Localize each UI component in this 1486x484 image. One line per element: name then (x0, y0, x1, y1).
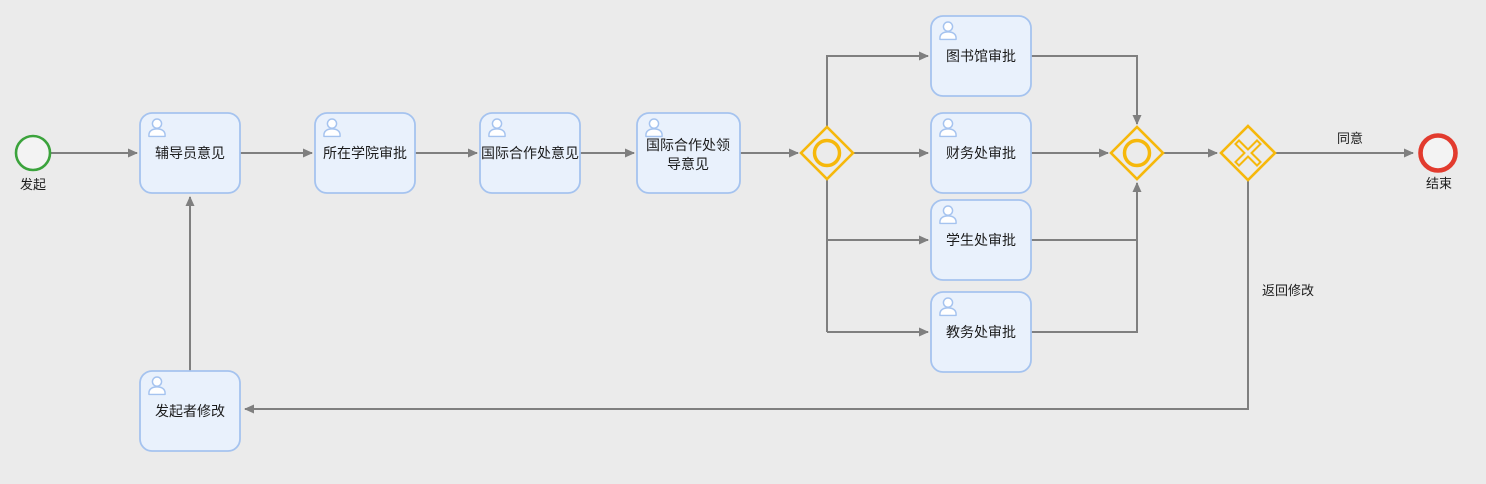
flow-split-to-library[interactable] (826, 51, 929, 127)
task-finance-approval[interactable]: 财务处审批 (930, 112, 1032, 194)
end-event-label: 结束 (1426, 176, 1452, 191)
task-counselor-opinion[interactable]: 辅导员意见 (139, 112, 241, 194)
task-label: 辅导员意见 (155, 145, 225, 161)
task-label: 所在学院审批 (323, 145, 407, 161)
start-event-circle[interactable] (14, 134, 52, 172)
task-label-line2: 导意见 (667, 156, 709, 172)
task-initiator-revise[interactable]: 发起者修改 (139, 370, 241, 452)
start-event-label: 发起 (20, 177, 46, 192)
inclusive-gateway-join[interactable] (1109, 125, 1165, 181)
flow-label-agree: 同意 (1337, 131, 1363, 146)
task-intl-leader-opinion[interactable]: 国际合作处领 导意见 (636, 112, 741, 194)
task-label: 图书馆审批 (946, 48, 1016, 64)
flow-library-to-join[interactable] (1031, 55, 1142, 125)
sequence-flows (51, 51, 1414, 414)
task-label: 财务处审批 (946, 145, 1016, 161)
start-event[interactable]: 发起 (14, 134, 52, 192)
task-student-affairs-approval[interactable]: 学生处审批 (930, 199, 1032, 281)
task-label: 发起者修改 (155, 403, 225, 419)
task-label-line1: 国际合作处领 (646, 137, 730, 153)
task-intl-office-opinion[interactable]: 国际合作处意见 (479, 112, 581, 194)
end-event[interactable]: 结束 (1418, 133, 1458, 192)
task-label: 国际合作处意见 (481, 145, 579, 161)
gateway-diamond[interactable] (799, 125, 855, 181)
inclusive-gateway-icon (1122, 138, 1152, 168)
task-label: 教务处审批 (946, 324, 1016, 340)
task-body[interactable] (636, 112, 741, 194)
end-event-circle[interactable] (1418, 133, 1458, 173)
task-academic-affairs-approval[interactable]: 教务处审批 (930, 291, 1032, 373)
gateway-diamond[interactable] (1109, 125, 1165, 181)
task-label: 学生处审批 (946, 232, 1016, 248)
flow-decision-to-revise[interactable] (244, 180, 1249, 414)
exclusive-gateway-x-icon (1234, 139, 1262, 167)
flow-academic-to-join[interactable] (1031, 182, 1142, 333)
inclusive-gateway-icon (812, 138, 842, 168)
task-library-approval[interactable]: 图书馆审批 (930, 15, 1032, 97)
task-college-approval[interactable]: 所在学院审批 (314, 112, 416, 194)
inclusive-gateway-split[interactable] (799, 125, 855, 181)
exclusive-gateway-decision[interactable] (1219, 124, 1277, 182)
flow-label-return-revise: 返回修改 (1262, 283, 1314, 298)
